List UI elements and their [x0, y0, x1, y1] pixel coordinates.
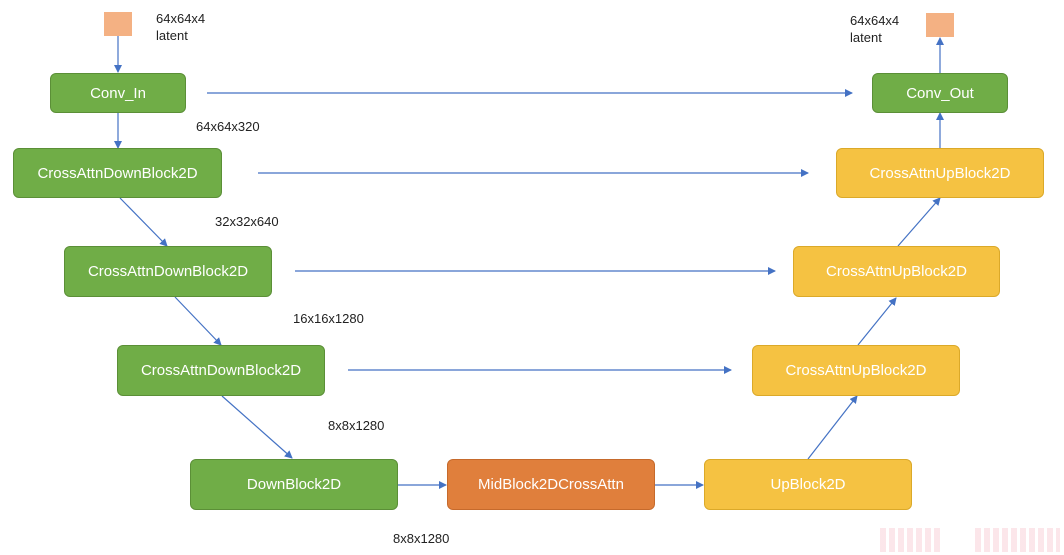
output-latent-square: [926, 13, 954, 37]
dim-label-after-down3: 8x8x1280: [328, 418, 385, 433]
cross-attn-up-block-2: CrossAttnUpBlock2D: [752, 345, 960, 396]
cross-attn-down-block-2: CrossAttnDownBlock2D: [64, 246, 272, 297]
watermark-decoration: [880, 528, 940, 552]
cross-attn-up-block-3: CrossAttnUpBlock2D: [793, 246, 1000, 297]
conv-in-node: Conv_In: [50, 73, 186, 113]
conv-out-node: Conv_Out: [872, 73, 1008, 113]
input-shape-text: 64x64x4: [156, 11, 206, 26]
arrow-down1-to-down2: [119, 197, 168, 247]
output-name-text: latent: [850, 30, 882, 45]
arrow-down2-to-down3: [174, 296, 222, 346]
dim-label-after-down4: 8x8x1280: [393, 531, 450, 546]
input-name-text: latent: [156, 28, 188, 43]
dim-label-after-down2: 16x16x1280: [293, 311, 364, 326]
cross-attn-down-block-1: CrossAttnDownBlock2D: [13, 148, 222, 198]
down-block-4: DownBlock2D: [190, 459, 398, 510]
input-latent-label: 64x64x4 latent: [156, 10, 205, 44]
arrow-down3-to-down4: [221, 395, 293, 459]
cross-attn-up-block-4: CrossAttnUpBlock2D: [836, 148, 1044, 198]
arrow-up1-to-up2: [807, 395, 858, 460]
output-latent-label: 64x64x4 latent: [850, 12, 899, 46]
arrow-up3-to-up4: [897, 197, 941, 247]
up-block-1: UpBlock2D: [704, 459, 912, 510]
arrow-up2-to-up3: [857, 297, 897, 346]
dim-label-after-down1: 32x32x640: [215, 214, 279, 229]
dim-label-after-conv-in: 64x64x320: [196, 119, 260, 134]
mid-block-cross-attn: MidBlock2DCrossAttn: [447, 459, 655, 510]
watermark-decoration-2: [975, 528, 1060, 552]
cross-attn-down-block-3: CrossAttnDownBlock2D: [117, 345, 325, 396]
output-shape-text: 64x64x4: [850, 13, 900, 28]
input-latent-square: [104, 12, 132, 36]
